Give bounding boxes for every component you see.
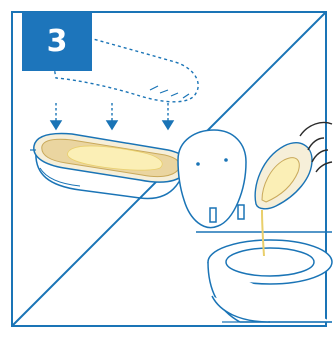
step-number: 3	[47, 24, 68, 59]
step-badge: 3	[22, 12, 92, 71]
